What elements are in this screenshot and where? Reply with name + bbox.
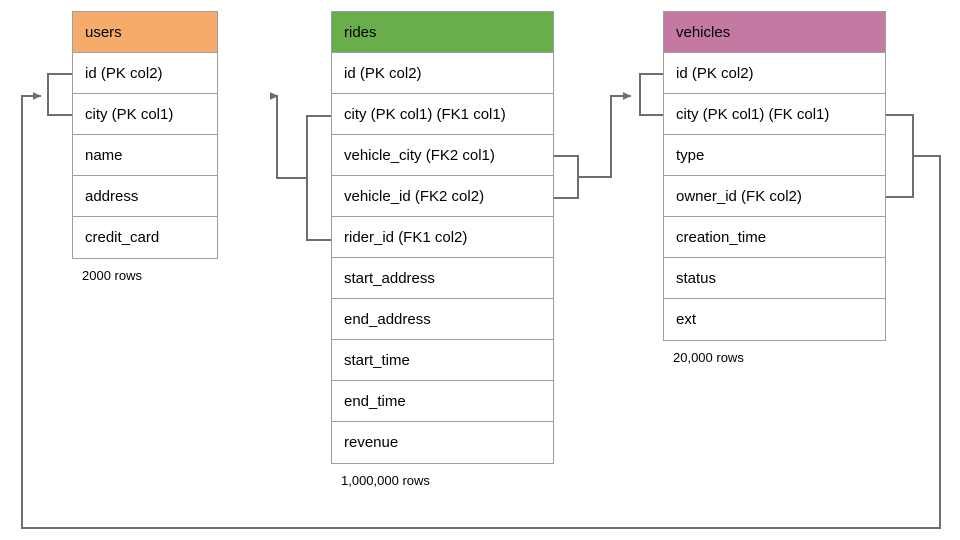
entity-vehicles-columns: id (PK col2) city (PK col1) (FK col1) ty… bbox=[663, 53, 886, 341]
users-target-bracket bbox=[47, 73, 72, 116]
column-vehicles-city[interactable]: city (PK col1) (FK col1) bbox=[664, 94, 885, 135]
entity-vehicles-row-count: 20,000 rows bbox=[673, 350, 744, 365]
connector-rides-to-users bbox=[270, 92, 331, 241]
column-rides-end-address[interactable]: end_address bbox=[332, 299, 553, 340]
column-vehicles-id[interactable]: id (PK col2) bbox=[664, 53, 885, 94]
entity-users[interactable]: users id (PK col2) city (PK col1) name a… bbox=[72, 11, 218, 283]
entity-rides-header: rides bbox=[331, 11, 554, 53]
entity-vehicles[interactable]: vehicles id (PK col2) city (PK col1) (FK… bbox=[663, 11, 886, 365]
column-users-city[interactable]: city (PK col1) bbox=[73, 94, 217, 135]
connector-rides-to-vehicles bbox=[554, 73, 663, 199]
column-rides-id[interactable]: id (PK col2) bbox=[332, 53, 553, 94]
column-rides-end-time[interactable]: end_time bbox=[332, 381, 553, 422]
entity-users-row-count: 2000 rows bbox=[82, 268, 142, 283]
column-rides-start-address[interactable]: start_address bbox=[332, 258, 553, 299]
column-vehicles-ext[interactable]: ext bbox=[676, 311, 697, 328]
entity-rides-columns: id (PK col2) city (PK col1) (FK1 col1) v… bbox=[331, 53, 554, 464]
column-rides-rider-id[interactable]: rider_id (FK1 col2) bbox=[332, 217, 553, 258]
column-users-credit-card[interactable]: credit_card bbox=[85, 229, 160, 246]
entity-rides-row-count: 1,000,000 rows bbox=[341, 473, 430, 488]
column-users-name[interactable]: name bbox=[73, 135, 217, 176]
column-rides-revenue[interactable]: revenue bbox=[344, 434, 399, 451]
column-vehicles-type[interactable]: type bbox=[664, 135, 885, 176]
column-vehicles-owner-id[interactable]: owner_id (FK col2) bbox=[664, 176, 885, 217]
column-users-id[interactable]: id (PK col2) bbox=[73, 53, 217, 94]
column-rides-city[interactable]: city (PK col1) (FK1 col1) bbox=[332, 94, 553, 135]
column-rides-vehicle-id[interactable]: vehicle_id (FK2 col2) bbox=[332, 176, 553, 217]
column-rides-start-time[interactable]: start_time bbox=[332, 340, 553, 381]
column-vehicles-status[interactable]: status bbox=[664, 258, 885, 299]
entity-rides[interactable]: rides id (PK col2) city (PK col1) (FK1 c… bbox=[331, 11, 554, 488]
entity-vehicles-header: vehicles bbox=[663, 11, 886, 53]
column-rides-vehicle-city[interactable]: vehicle_city (FK2 col1) bbox=[332, 135, 553, 176]
entity-users-header: users bbox=[72, 11, 218, 53]
column-users-address[interactable]: address bbox=[73, 176, 217, 217]
entity-users-columns: id (PK col2) city (PK col1) name address… bbox=[72, 53, 218, 259]
column-vehicles-creation-time[interactable]: creation_time bbox=[664, 217, 885, 258]
